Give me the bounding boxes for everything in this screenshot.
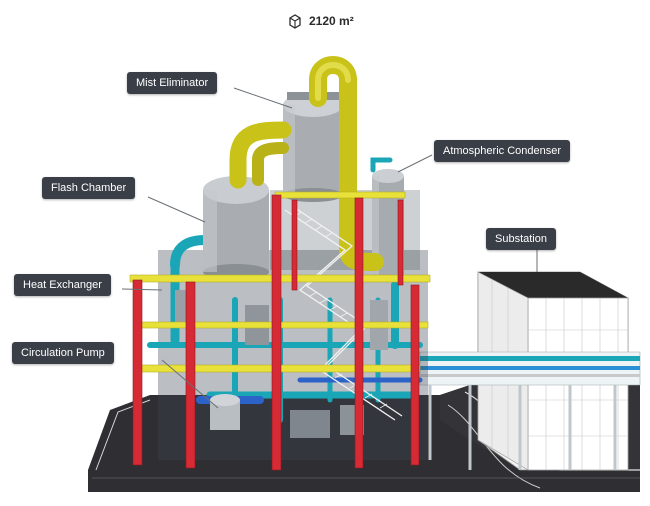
callout-circulation-pump: Circulation Pump: [12, 342, 114, 364]
vapor-ducts: [229, 56, 384, 271]
callout-heat-exchanger: Heat Exchanger: [14, 274, 111, 296]
callout-mist-eliminator: Mist Eliminator: [127, 72, 218, 94]
floor-area-icon: [289, 14, 301, 29]
floor-area-indicator: 2120 m²: [286, 10, 354, 32]
callout-flash-chamber: Flash Chamber: [42, 177, 136, 199]
floor-area-value: 2120 m²: [309, 14, 354, 28]
callout-leaders: [121, 87, 538, 409]
pipe-rack: [419, 351, 641, 470]
mist-eliminator-vessel: [283, 92, 343, 202]
steel-columns: [132, 194, 420, 471]
flash-chamber-vessel: [203, 176, 269, 280]
callout-atmospheric-condenser: Atmospheric Condenser: [434, 140, 571, 162]
callout-substation: Substation: [486, 228, 556, 250]
